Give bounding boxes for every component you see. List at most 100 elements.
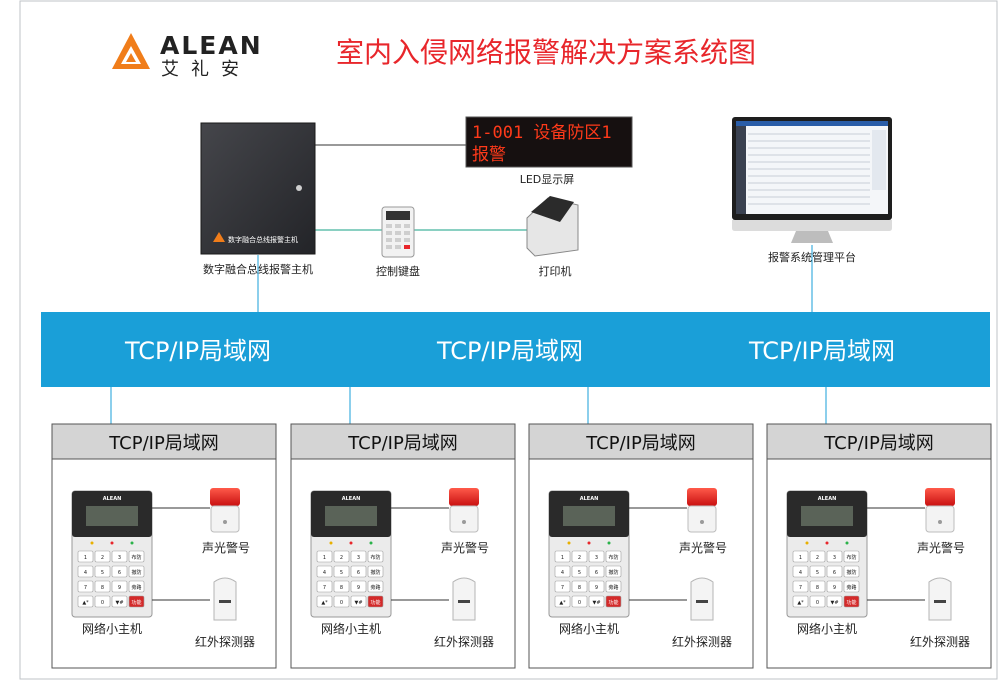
keypad-key-label: ▼#	[592, 600, 600, 606]
keypad-key	[554, 595, 571, 608]
keypad-key	[316, 595, 333, 608]
monitor-screen	[736, 121, 888, 214]
keypad-key-label: 7	[561, 585, 564, 591]
keypad-key-label: ▲*	[797, 600, 804, 606]
keypad-key-label: 2	[578, 555, 581, 561]
keypad-key-label: ▲*	[559, 600, 566, 606]
host-brand: ALEAN	[580, 496, 599, 502]
keypad-key	[77, 550, 94, 563]
keypad-key-label: 7	[799, 585, 802, 591]
keypad-key	[333, 595, 350, 608]
host-lcd	[86, 506, 138, 526]
host-label: 网络小主机	[797, 621, 857, 636]
page-title: 室内入侵网络报警解决方案系统图	[336, 36, 756, 69]
keypad-key-label: 3	[357, 555, 360, 561]
keypad-key-label: 4	[323, 570, 326, 576]
keypad-key	[843, 595, 860, 608]
keypad-key-label: 1	[323, 555, 326, 561]
keypad-key-label: 旁路	[608, 584, 618, 591]
keypad-key	[94, 580, 111, 593]
siren-label: 声光警号	[679, 540, 727, 555]
keypad-key-label: 功能	[370, 599, 380, 606]
led-indicator	[587, 541, 591, 545]
siren-label: 声光警号	[202, 540, 250, 555]
keypad-key	[77, 595, 94, 608]
main-panel-label: 数字融合总线报警主机	[203, 262, 313, 276]
keypad-key	[826, 550, 843, 563]
keypad-key-label: 4	[84, 570, 87, 576]
siren-base	[687, 505, 717, 533]
siren-base	[449, 505, 479, 533]
keypad-key-label: 旁路	[370, 584, 380, 591]
detector-label: 红外探测器	[195, 634, 255, 649]
keypad-key-label: 9	[357, 585, 360, 591]
led-indicator	[825, 541, 829, 545]
keypad-key-label: 布防	[846, 554, 856, 561]
keypad-key	[367, 580, 384, 593]
printer-label: 打印机	[539, 264, 572, 278]
keypad-key-label: 5	[816, 570, 819, 576]
keypad-key-label: ▼#	[115, 600, 123, 606]
host-label: 网络小主机	[82, 621, 142, 636]
keypad-key	[792, 565, 809, 578]
keypad-key-label: 6	[595, 570, 598, 576]
keypad-key-label: 0	[340, 600, 343, 606]
keypad-key	[588, 580, 605, 593]
main-alarm-panel: 数字融合总线报警主机 数字融合总线报警主机	[200, 122, 316, 276]
host-label: 网络小主机	[559, 621, 619, 636]
keypad-key-label: 0	[816, 600, 819, 606]
siren-icon	[449, 488, 479, 506]
keypad-key	[111, 595, 128, 608]
keypad-key	[111, 550, 128, 563]
subsystem-header-text: TCP/IP局域网	[823, 433, 934, 454]
keypad-key-label: 7	[323, 585, 326, 591]
led-line-2: 报警	[472, 145, 506, 165]
led-indicator	[110, 541, 114, 545]
monitor-label: 报警系统管理平台	[768, 250, 856, 264]
keypad-key-label: 布防	[370, 554, 380, 561]
subsystem-header	[528, 423, 754, 460]
pir-detector-icon	[690, 577, 714, 621]
keypad-key	[316, 565, 333, 578]
keypad-key	[554, 565, 571, 578]
led-indicator	[349, 541, 353, 545]
led-line-1: 1-001 设备防区1	[472, 123, 612, 143]
keypad-key	[809, 550, 826, 563]
keypad-key	[128, 580, 145, 593]
network-label-3: TCP/IP局域网	[748, 337, 895, 365]
keypad-key	[605, 565, 622, 578]
keypad-key-label: 功能	[846, 599, 856, 606]
keypad-key-label: ▲*	[321, 600, 328, 606]
panel-logo-icon	[213, 232, 225, 242]
keypad-key	[128, 595, 145, 608]
pir-detector-icon	[213, 577, 237, 621]
siren-label: 声光警号	[441, 540, 489, 555]
keypad-key	[111, 565, 128, 578]
keypad-key-label: 0	[578, 600, 581, 606]
keypad-key-label: 旁路	[131, 584, 141, 591]
logo-wordmark: ALEAN	[160, 31, 263, 60]
keypad-key	[571, 580, 588, 593]
keypad-key-label: 1	[561, 555, 564, 561]
keypad-key-label: 6	[833, 570, 836, 576]
keypad-key-label: 8	[816, 585, 819, 591]
keypad-key-label: 8	[101, 585, 104, 591]
network-label-1: TCP/IP局域网	[124, 337, 271, 365]
keypad-key	[316, 580, 333, 593]
keypad-key-label: 旁路	[846, 584, 856, 591]
control-keyboard: 控制键盘	[376, 206, 420, 278]
keypad-key-label: 4	[561, 570, 564, 576]
keypad-key	[94, 550, 111, 563]
host-label: 网络小主机	[321, 621, 381, 636]
keypad-key	[350, 580, 367, 593]
led-indicator	[130, 541, 134, 545]
keypad-key-label: 6	[118, 570, 121, 576]
keypad-key-label: 8	[340, 585, 343, 591]
